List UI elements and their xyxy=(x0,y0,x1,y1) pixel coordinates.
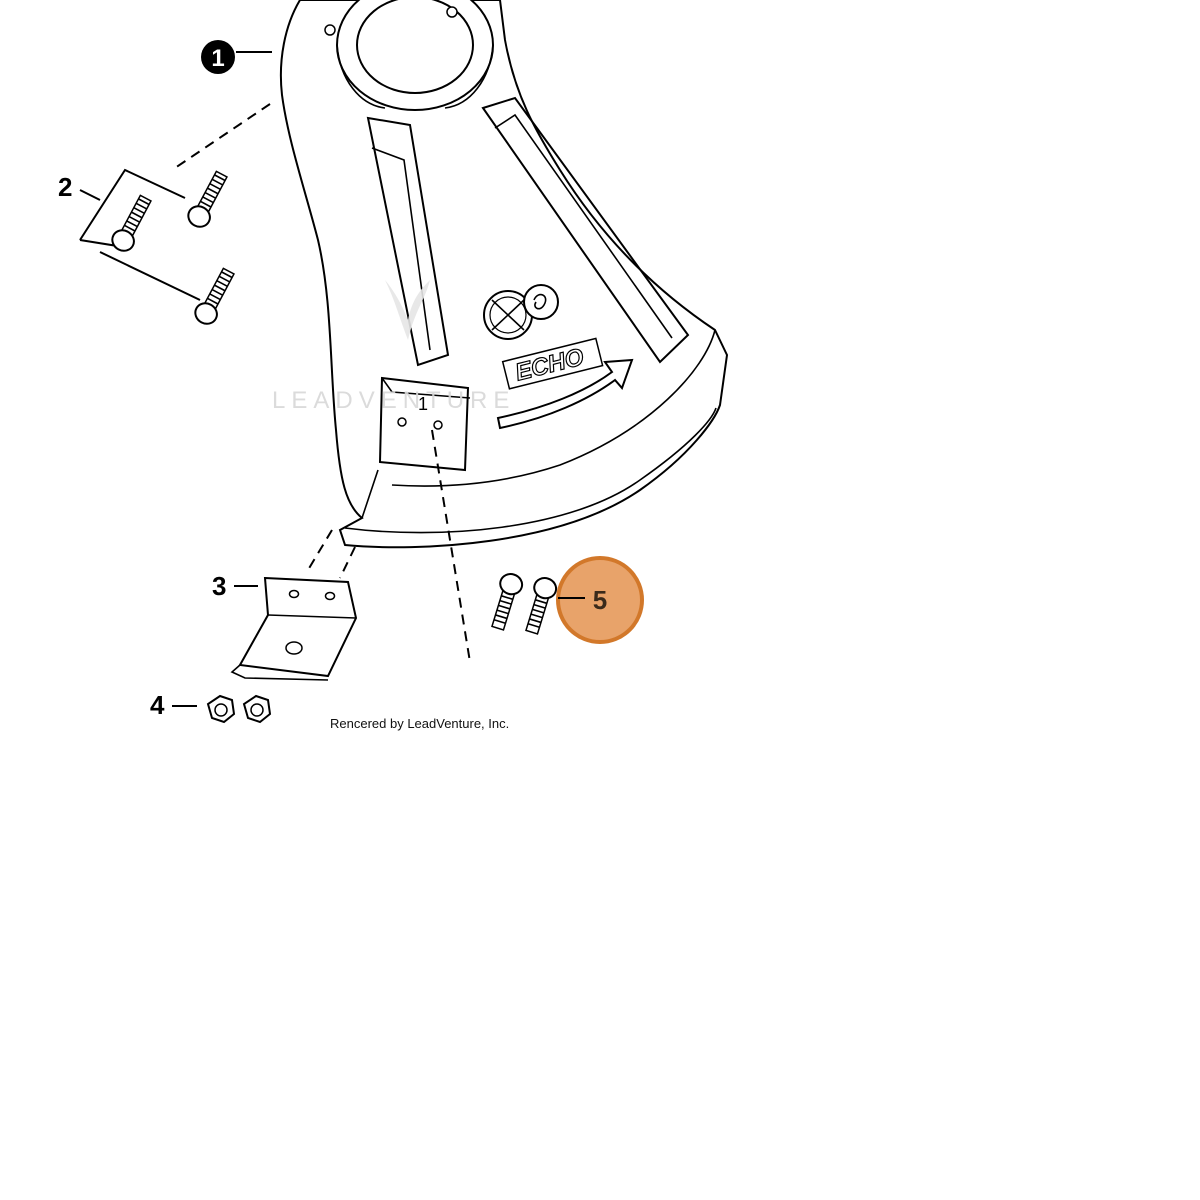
callout-4: 4 xyxy=(150,690,197,720)
leadventure-watermark: LEADVENTURE xyxy=(272,280,515,414)
callout-1-label: 1 xyxy=(211,45,224,72)
screw-leader-dash xyxy=(431,429,471,663)
render-credit: Rencered by LeadVenture, Inc. xyxy=(330,716,509,731)
nut-part-4 xyxy=(206,694,272,724)
callout-5[interactable]: 5 xyxy=(556,556,644,644)
screw-part-2 xyxy=(111,170,235,325)
callout-3-label: 3 xyxy=(212,571,226,601)
guard-label: 1 xyxy=(418,394,428,414)
bracket-leader-dash-2 xyxy=(339,546,356,579)
callout-1: 1 xyxy=(201,40,272,74)
callout-2-label: 2 xyxy=(58,172,72,202)
watermark-text: LEADVENTURE xyxy=(272,387,515,414)
bracket-leader-dash-1 xyxy=(307,529,333,571)
callout-3: 3 xyxy=(212,571,258,601)
trimmer-guard xyxy=(279,0,729,549)
echo-logo: ECHO xyxy=(501,337,604,390)
callout-5-highlight[interactable] xyxy=(556,556,644,644)
callout-4-label: 4 xyxy=(150,690,165,720)
callout-5-label: 5 xyxy=(593,585,607,615)
bracket-part-3 xyxy=(230,576,358,681)
safety-warning-icon xyxy=(483,284,559,340)
guard-leader-dash xyxy=(174,103,271,169)
callout-1-badge xyxy=(201,40,235,74)
screw-part-5 xyxy=(491,573,558,635)
